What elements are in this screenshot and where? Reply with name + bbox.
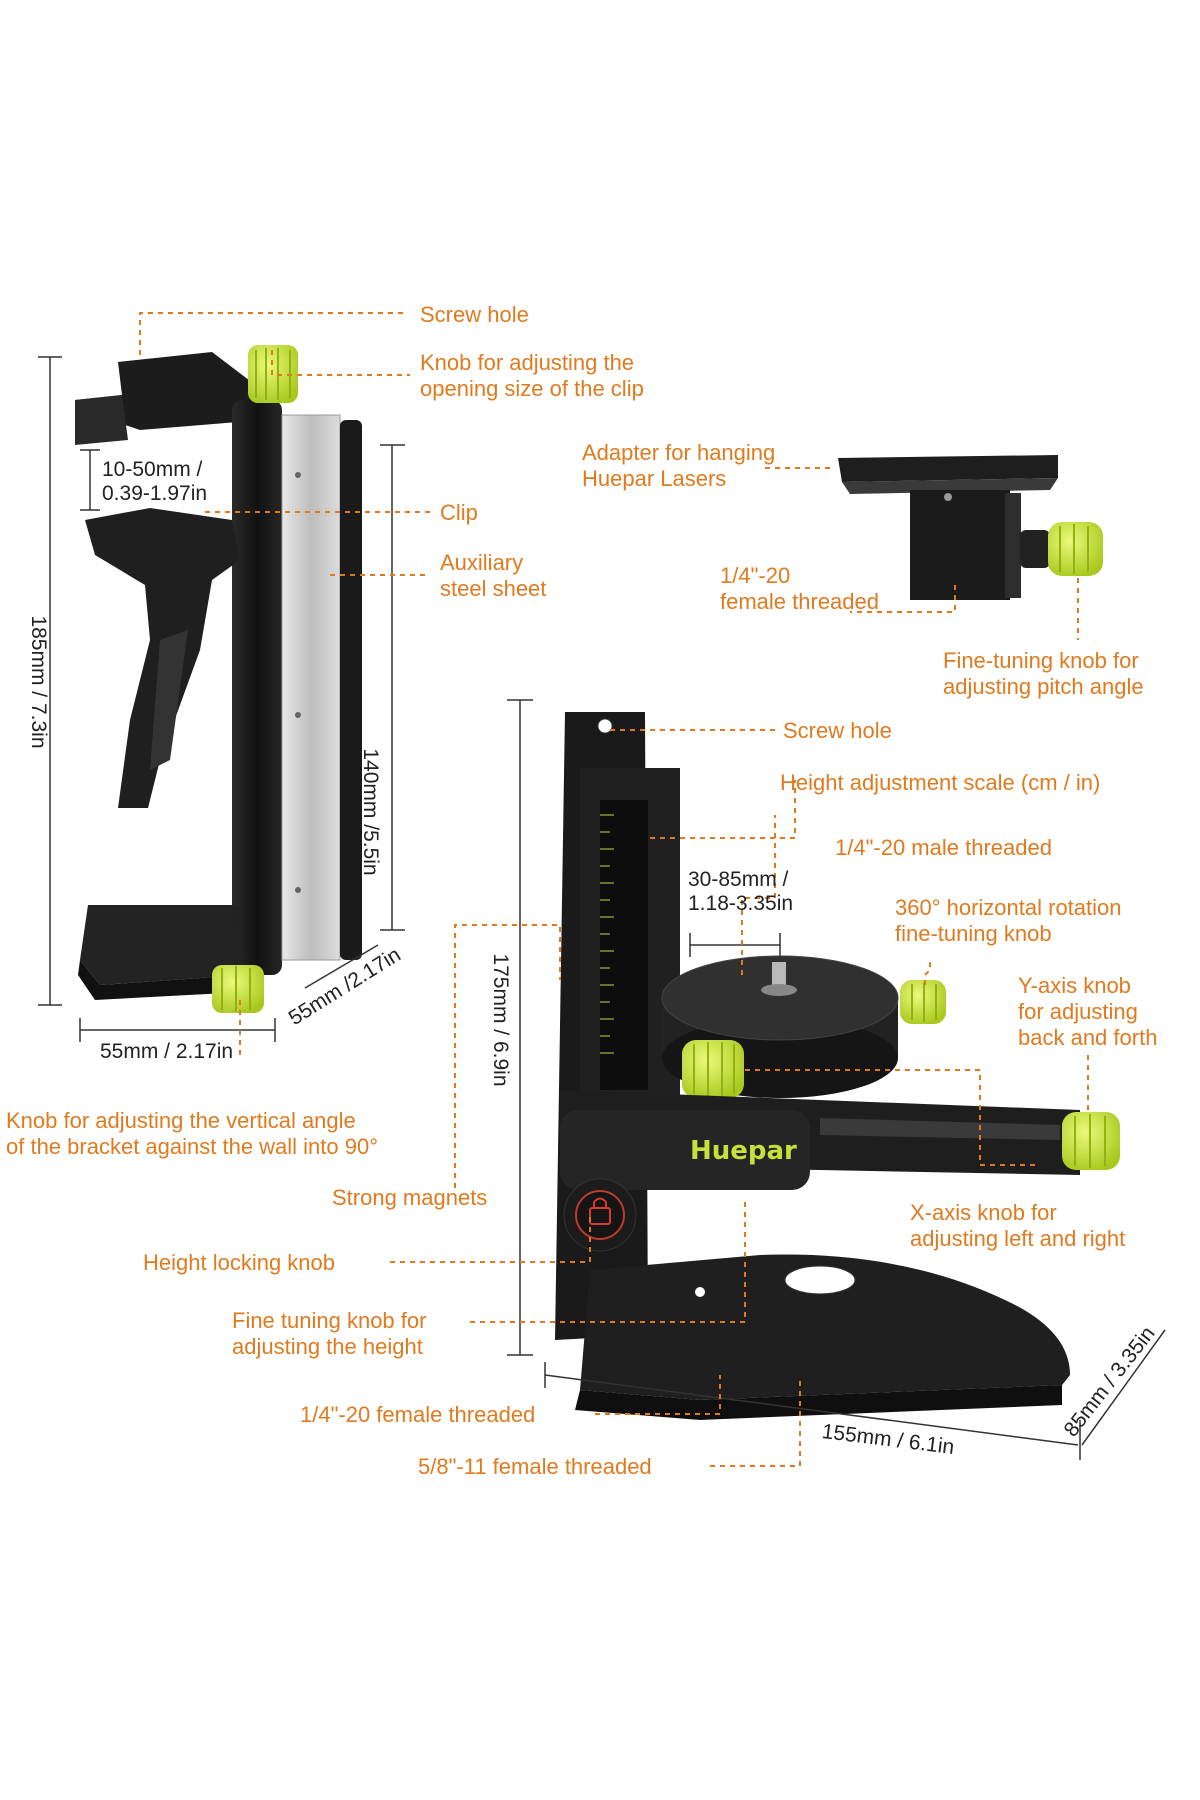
label-screw-hole-mid: Screw hole [783, 718, 892, 743]
pitch-angle-knob [1048, 522, 1103, 576]
vertical-angle-knob [212, 965, 264, 1013]
label-pitch-knob: Fine-tuning knob for adjusting pitch ang… [943, 648, 1144, 699]
label-height-fine: Fine tuning knob for adjusting the heigh… [232, 1308, 427, 1359]
label-male-thread: 1/4"-20 male threaded [835, 835, 1052, 860]
aux-steel-sheet [281, 414, 341, 961]
label-x-knob: X-axis knob for adjusting left and right [910, 1200, 1126, 1251]
male-thread-stud [772, 962, 786, 990]
bracket-product [555, 712, 1120, 1420]
label-base-thread-58: 5/8"-11 female threaded [418, 1454, 652, 1479]
label-adapter-thread: 1/4"-20 female threaded [720, 563, 879, 614]
base-hole [784, 1265, 856, 1295]
dim-clip-opening: 10-50mm / 0.39-1.97in [102, 458, 208, 505]
label-y-knob: Y-axis knob for adjusting back and forth [1018, 973, 1158, 1050]
rotation-fine-knob [900, 980, 946, 1024]
height-scale-ticks [600, 814, 614, 1054]
clip-frame [232, 400, 282, 975]
y-axis-knob [682, 1040, 744, 1098]
huepar-logo: Huepar [690, 1136, 797, 1166]
label-clip-knob: Knob for adjusting the opening size of t… [420, 350, 644, 401]
screw-hole-icon [597, 718, 613, 734]
label-base-thread-14: 1/4"-20 female threaded [300, 1402, 536, 1427]
dim-bracket-height: 175mm / 6.9in [489, 953, 512, 1087]
clip-product [75, 345, 362, 1013]
dim-slide-range: 30-85mm / 1.18-3.35in [688, 868, 794, 915]
lock-icon [589, 1207, 611, 1225]
dim-clip-height: 185mm / 7.3in [27, 615, 50, 749]
dim-plate-height: 140mm /5.5in [359, 748, 382, 876]
label-screw-hole-top: Screw hole [420, 302, 529, 327]
leader-lines [139, 312, 1089, 1467]
label-adapter: Adapter for hanging Huepar Lasers [582, 440, 776, 491]
clip-dimension-lines [38, 356, 405, 1042]
label-magnets: Strong magnets [332, 1185, 488, 1210]
label-vertical-knob: Knob for adjusting the vertical angle of… [6, 1108, 379, 1159]
adapter-product [838, 455, 1103, 600]
label-aux-steel: Auxiliary steel sheet [440, 550, 547, 601]
height-locking-knob [563, 1178, 637, 1252]
bracket-dimension-lines [507, 699, 1166, 1460]
dim-clip-width: 55mm / 2.17in [100, 1040, 234, 1063]
clip-foot [80, 905, 245, 985]
label-rotation-knob: 360° horizontal rotation fine-tuning kno… [895, 895, 1122, 946]
label-height-scale: Height adjustment scale (cm / in) [780, 770, 1101, 795]
x-axis-knob [1062, 1112, 1120, 1170]
label-clip: Clip [440, 500, 478, 525]
label-height-lock: Height locking knob [143, 1250, 336, 1275]
